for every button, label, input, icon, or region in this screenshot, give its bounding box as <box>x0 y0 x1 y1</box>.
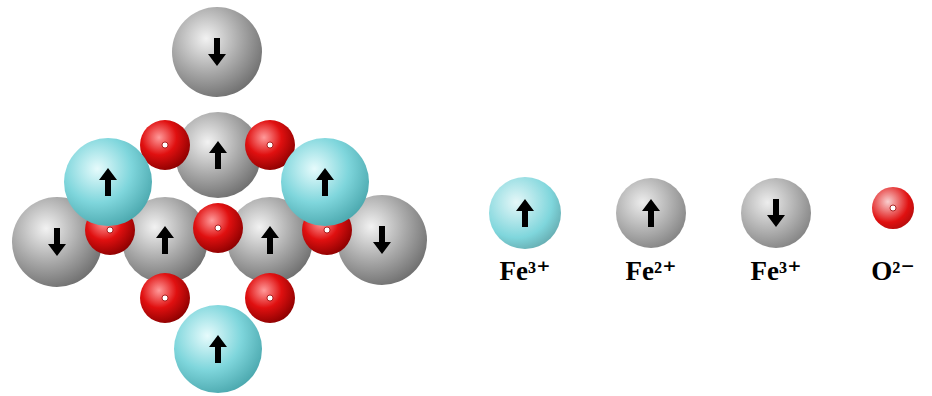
legend-swatch <box>616 178 686 248</box>
legend-label: Fe²⁺ <box>626 255 677 287</box>
fe3-up-spheres <box>64 138 369 393</box>
legend-swatch <box>741 178 811 248</box>
spin-arrow <box>872 187 914 229</box>
fe3-down-spheres <box>12 7 427 287</box>
legend-swatch <box>489 177 561 249</box>
legend-swatch <box>872 187 914 229</box>
legend-label: Fe³⁺ <box>751 255 802 287</box>
spin-arrow <box>489 177 561 249</box>
spin-arrow <box>616 178 686 248</box>
legend-label: O²⁻ <box>871 255 914 287</box>
legend-label: Fe³⁺ <box>500 255 551 287</box>
spin-arrow <box>741 178 811 248</box>
